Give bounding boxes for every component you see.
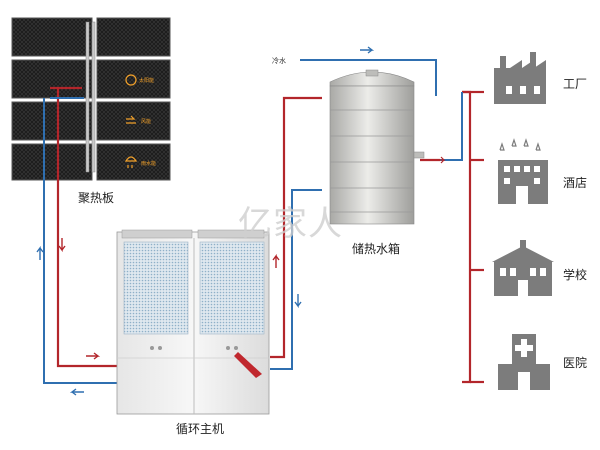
panel	[11, 17, 93, 57]
panel-mode-wind: 风能	[141, 119, 152, 125]
hot-pipes	[50, 86, 484, 384]
panel-mode-solar: 太阳能	[139, 78, 155, 84]
heat-pump-host	[116, 229, 270, 415]
panel	[11, 101, 93, 141]
collector-panels	[11, 17, 171, 181]
panel	[11, 143, 93, 181]
panel	[96, 101, 171, 141]
rain-cloud-icon	[124, 156, 138, 168]
panel	[11, 59, 93, 99]
panel	[96, 59, 171, 99]
panel-mode-rain: 雨水能	[141, 161, 157, 167]
destination-hotel-label: 酒店	[563, 176, 588, 190]
destination-factory-label: 工厂	[563, 77, 588, 91]
factory-icon	[494, 52, 546, 104]
flow-arrows	[36, 46, 446, 396]
panel	[96, 143, 171, 181]
host-label: 循环主机	[176, 422, 225, 436]
destination-hospital-label: 医院	[563, 356, 588, 370]
collector-label: 聚热板	[78, 191, 115, 205]
hospital-icon	[498, 334, 550, 390]
hotel-icon	[498, 138, 548, 204]
tank-label: 储热水箱	[352, 242, 401, 256]
school-icon	[492, 240, 554, 296]
panel	[96, 17, 171, 57]
storage-tank	[329, 69, 425, 225]
watermark: 亿家人	[238, 204, 343, 244]
destination-school-label: 学校	[563, 268, 588, 282]
sun-icon	[125, 74, 137, 86]
wind-icon	[126, 115, 136, 124]
cold-pipes	[43, 59, 463, 384]
cold-water-label: 冷水	[272, 57, 286, 65]
